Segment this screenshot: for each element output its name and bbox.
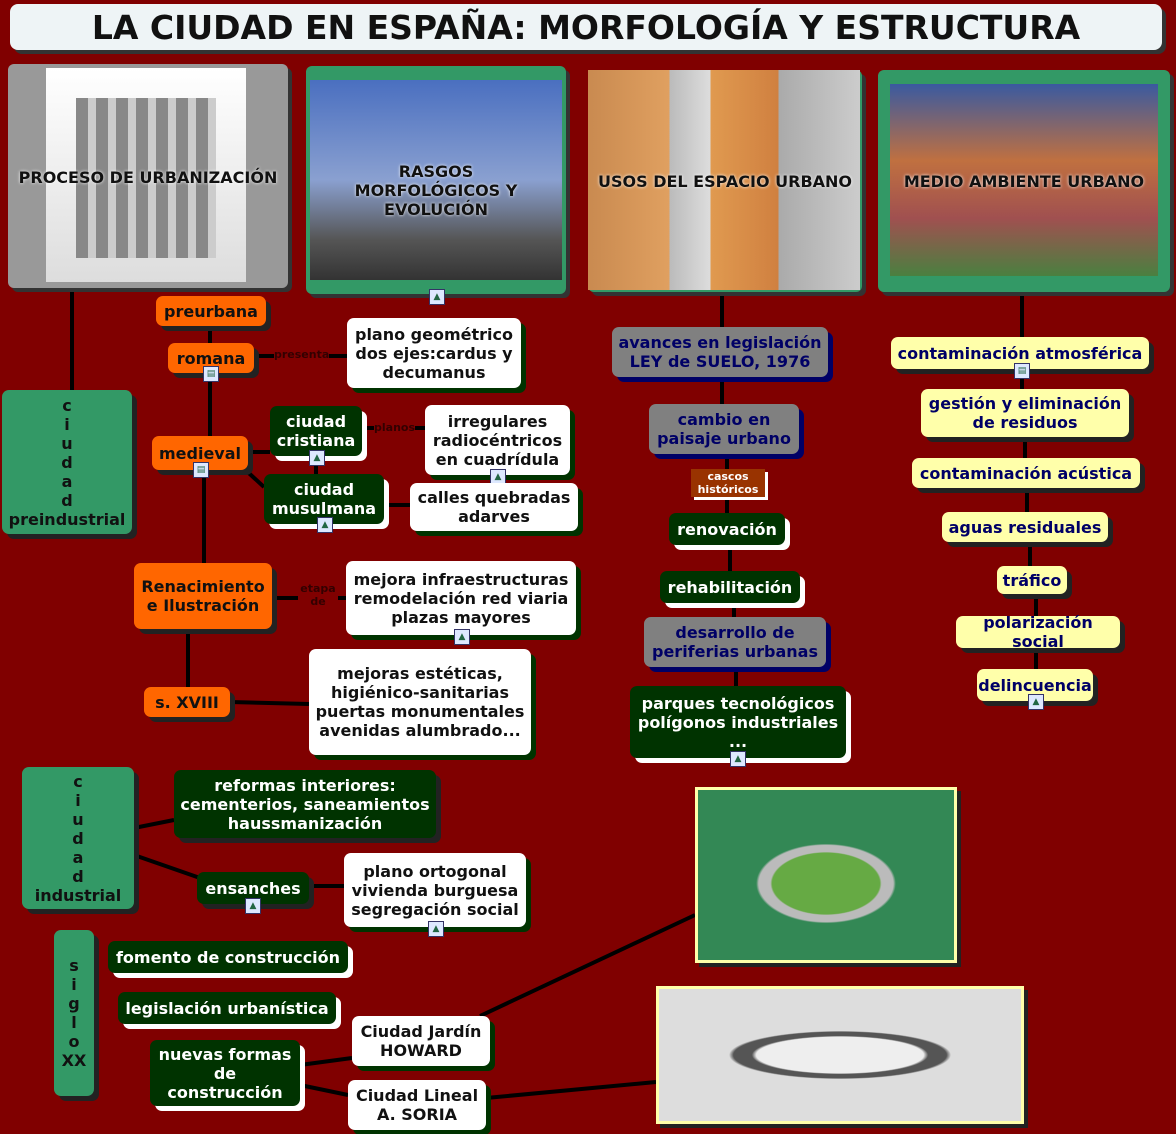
image-icon[interactable]: ▲ <box>309 450 325 466</box>
vertical-letter: s <box>69 956 79 975</box>
node-ciudad-jardin[interactable]: Ciudad Jardín HOWARD <box>352 1016 490 1066</box>
title-banner: LA CIUDAD EN ESPAÑA: MORFOLOGÍA Y ESTRUC… <box>10 4 1162 50</box>
skyscrapers-image <box>588 70 860 290</box>
vertical-letter: u <box>72 809 84 829</box>
vertical-letter: d <box>72 866 84 886</box>
buildings-image <box>46 68 246 282</box>
node-aguas-residuales[interactable]: aguas residuales <box>942 512 1108 542</box>
image-icon[interactable]: ▲ <box>454 629 470 645</box>
node-plano-geometrico[interactable]: plano geométrico dos ejes:cardus y decum… <box>347 318 521 388</box>
vertical-letter: g <box>68 994 80 1013</box>
vertical-letter: d <box>61 452 73 472</box>
vertical-letter: a <box>61 471 73 491</box>
panel-label: RASGOS MORFOLÓGICOS Y EVOLUCIÓN <box>354 162 518 219</box>
node-polarizacion-social[interactable]: polarización social <box>956 613 1120 651</box>
sketch-plan-image[interactable] <box>656 986 1024 1124</box>
vertical-letter: d <box>72 828 84 848</box>
image-icon[interactable]: ▲ <box>730 751 746 767</box>
link-label-etapa-de: etapa de <box>298 582 338 608</box>
vertical-letter: i <box>71 975 77 994</box>
node-ciudad-musulmana[interactable]: ciudad musulmana <box>264 474 384 524</box>
node-parques-tecnologicos[interactable]: parques tecnológicos polígonos industria… <box>630 686 846 758</box>
node-avances-legislacion[interactable]: avances en legislación LEY de SUELO, 197… <box>612 327 828 377</box>
node-plano-ortogonal[interactable]: plano ortogonal vivienda burguesa segreg… <box>344 853 526 927</box>
vertical-letter: XX <box>61 1051 87 1070</box>
node-renovacion[interactable]: renovación <box>669 513 785 545</box>
node-mejora-infraestructuras[interactable]: mejora infraestructuras remodelación red… <box>346 561 576 635</box>
panel-proceso-urbanizacion[interactable]: PROCESO DE URBANIZACIÓN <box>8 64 288 288</box>
node-cambio-paisaje[interactable]: cambio en paisaje urbano <box>649 404 799 454</box>
panel-label: USOS DEL ESPACIO URBANO <box>597 172 853 191</box>
panel-medio-ambiente[interactable]: MEDIO AMBIENTE URBANO <box>878 70 1170 292</box>
node-medieval[interactable]: medieval <box>152 436 248 470</box>
vertical-letter: d <box>61 490 73 510</box>
link-label-presenta: presenta <box>274 348 330 361</box>
node-ciudad-cristiana[interactable]: ciudad cristiana <box>270 406 362 456</box>
node-ciudad-lineal[interactable]: Ciudad Lineal A. SORIA <box>348 1080 486 1130</box>
node-renacimiento[interactable]: Renacimiento e Ilustración <box>134 563 272 629</box>
vertical-letter: c <box>73 771 83 791</box>
node-romana[interactable]: romana <box>168 343 254 373</box>
node-calles-quebradas[interactable]: calles quebradas adarves <box>410 483 578 531</box>
vertical-letter: i <box>75 790 81 810</box>
image-icon[interactable]: ▲ <box>317 517 333 533</box>
node-nuevas-formas[interactable]: nuevas formas de construcción <box>150 1040 300 1106</box>
vertical-letter: o <box>68 1032 80 1051</box>
vertical-letter: i <box>64 414 70 434</box>
painting-image <box>890 84 1158 276</box>
vertical-letter: l <box>71 1013 77 1032</box>
node-irregulares[interactable]: irregulares radiocéntricos en cuadrídula <box>425 405 570 475</box>
node-mejoras-esteticas[interactable]: mejoras estéticas, higiénico-sanitarias … <box>309 649 531 755</box>
node-legislacion-urbanistica[interactable]: legislación urbanística <box>118 992 336 1024</box>
document-icon[interactable]: ▤ <box>203 366 219 382</box>
node-preurbana[interactable]: preurbana <box>156 296 266 326</box>
city-street-image <box>310 80 562 280</box>
node-trafico[interactable]: tráfico <box>997 566 1067 594</box>
vertical-letter: c <box>62 395 72 415</box>
node-fomento-construccion[interactable]: fomento de construcción <box>108 941 348 973</box>
panel-label: PROCESO DE URBANIZACIÓN <box>18 168 278 187</box>
document-icon[interactable]: ▤ <box>1014 363 1030 379</box>
vertical-letter: industrial <box>34 885 122 905</box>
image-icon[interactable]: ▲ <box>1028 694 1044 710</box>
node-rehabilitacion[interactable]: rehabilitación <box>660 571 800 603</box>
vertical-letter: preindustrial <box>8 509 126 529</box>
node-desarrollo-periferias[interactable]: desarrollo de periferias urbanas <box>644 617 826 667</box>
panel-rasgos-morfologicos[interactable]: RASGOS MORFOLÓGICOS Y EVOLUCIÓN <box>306 66 566 294</box>
document-icon[interactable]: ▤ <box>193 462 209 478</box>
vertical-letter: a <box>72 847 84 867</box>
node-reformas-interiores[interactable]: reformas interiores: cementerios, saneam… <box>174 770 436 838</box>
image-icon[interactable]: ▲ <box>245 898 261 914</box>
link-label-planos: planos <box>374 421 416 434</box>
vertical-letter: u <box>61 433 73 453</box>
node-cascos-historicos[interactable]: cascos históricos <box>691 469 765 497</box>
panel-usos-espacio[interactable]: USOS DEL ESPACIO URBANO <box>588 70 862 292</box>
node-s-xviii[interactable]: s. XVIII <box>144 687 230 717</box>
image-icon[interactable]: ▲ <box>428 921 444 937</box>
panel-label: MEDIO AMBIENTE URBANO <box>903 172 1145 191</box>
image-icon[interactable]: ▲ <box>429 289 445 305</box>
aerial-photo-image[interactable] <box>695 787 957 963</box>
node-gestion-residuos[interactable]: gestión y eliminación de residuos <box>921 389 1129 437</box>
node-contaminacion-acustica[interactable]: contaminación acústica <box>912 458 1140 488</box>
